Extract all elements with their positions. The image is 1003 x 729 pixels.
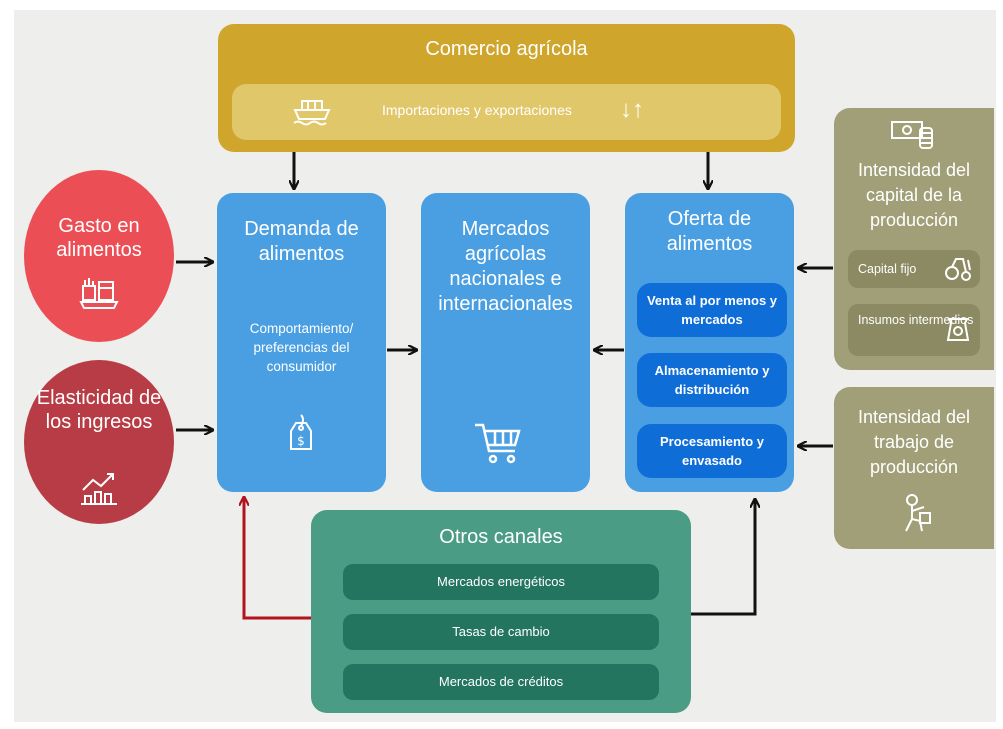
- groceries-icon: [79, 278, 119, 309]
- channel-exchange-rates: Tasas de cambio: [343, 614, 659, 650]
- food-spending-label: Gasto en alimentos: [56, 215, 142, 261]
- up-down-arrows-icon: ↓↑: [620, 96, 644, 123]
- tractor-icon: [945, 258, 971, 281]
- capital-intensity-box: Intensidad del capital de la producción …: [834, 108, 994, 370]
- fixed-capital-box: Capital fijo: [848, 250, 980, 288]
- shopping-cart-icon: [475, 423, 521, 464]
- arrow-other-to-supply: [691, 500, 755, 616]
- labor-intensity-title: Intensidad del trabajo de producción: [857, 407, 971, 477]
- income-elasticity-label: Elasticidad de los ingresos: [36, 387, 162, 433]
- trade-inner-label: Importaciones y exportaciones: [382, 102, 572, 118]
- food-supply-title: Oferta de alimentos: [666, 208, 753, 255]
- trade-inner-box: Importaciones y exportaciones ↓↑: [232, 84, 781, 140]
- supply-item-processing: Procesamiento y envasado: [637, 424, 787, 478]
- fixed-capital-label: Capital fijo: [858, 262, 917, 276]
- other-channels-title: Otros canales: [439, 526, 563, 548]
- price-tag-icon: $: [290, 414, 312, 450]
- food-supply-box: Oferta de alimentos Venta al por menos y…: [625, 193, 794, 492]
- intermediate-inputs-label: Insumos intermedios: [858, 313, 974, 327]
- arrow-other-to-demand: [244, 498, 311, 620]
- trade-title: Comercio agrícola: [425, 38, 588, 60]
- channel-energy-markets: Mercados energéticos: [343, 564, 659, 600]
- worker-icon: [905, 494, 931, 532]
- capital-intensity-title: Intensidad del capital de la producción: [857, 160, 971, 230]
- supply-item-storage: Almacenamiento y distribución: [637, 353, 787, 407]
- money-coins-icon: [891, 121, 933, 149]
- food-spending-circle: Gasto en alimentos: [24, 170, 174, 342]
- intermediate-inputs-box: Insumos intermedios: [848, 304, 980, 356]
- food-demand-title: Demanda de alimentos: [244, 218, 359, 265]
- channel-credit-markets: Mercados de créditos: [343, 664, 659, 700]
- agricultural-markets-title: Mercados agrícolas nacionales e internac…: [438, 218, 573, 315]
- agricultural-markets-box: Mercados agrícolas nacionales e internac…: [421, 193, 590, 492]
- income-elasticity-circle: Elasticidad de los ingresos: [24, 360, 174, 524]
- svg-text:$: $: [297, 434, 305, 448]
- supply-item-retail: Venta al por menos y mercados: [637, 283, 787, 337]
- fertilizer-bag-icon: [946, 318, 970, 341]
- cargo-ship-icon: [293, 100, 331, 126]
- other-channels-box: Otros canales Mercados energéticos Tasas…: [311, 510, 691, 713]
- food-demand-box: Demanda de alimentos Comportamiento/ pre…: [217, 193, 386, 492]
- food-demand-subtitle: Comportamiento/ preferencias del consumi…: [249, 321, 354, 374]
- trade-box: Comercio agrícola Importaciones y export…: [218, 24, 795, 152]
- growth-chart-icon: [81, 473, 117, 505]
- labor-intensity-box: Intensidad del trabajo de producción: [834, 387, 994, 549]
